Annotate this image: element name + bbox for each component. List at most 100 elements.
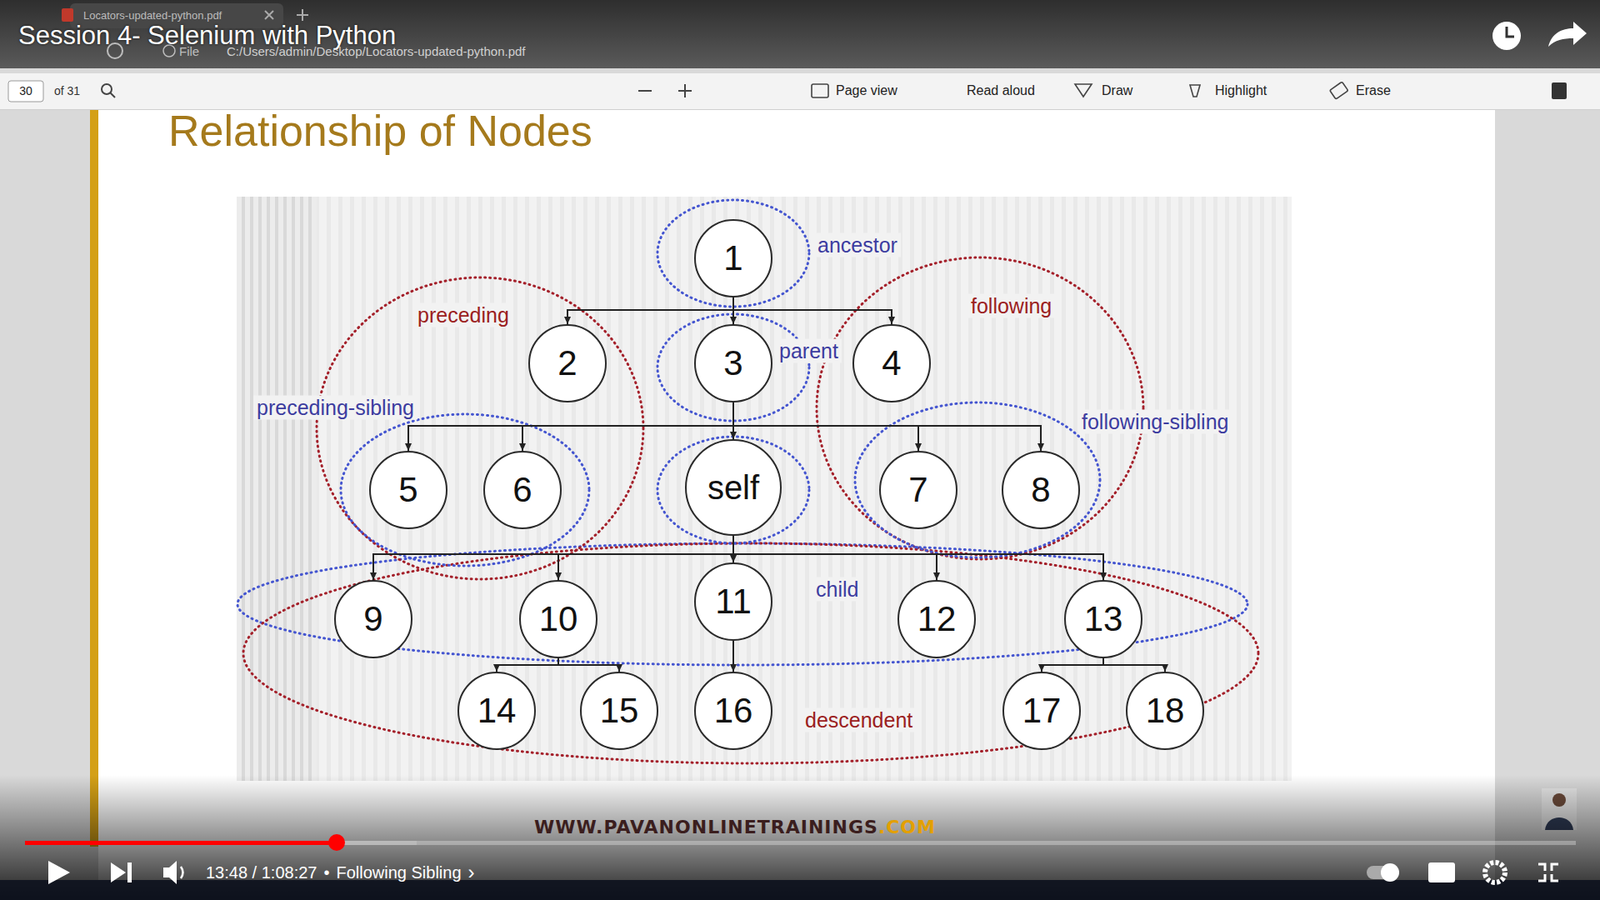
settings-icon (1485, 862, 1505, 883)
pin-icon (1551, 82, 1567, 100)
tree-node-circle: 3 (694, 324, 773, 403)
label-row: Page view (835, 83, 898, 99)
diagram-panel (236, 196, 1292, 781)
erase-icon (1330, 81, 1349, 100)
page-number: 30 (19, 84, 33, 98)
node-number: 11 (715, 581, 752, 622)
region-label: child (812, 577, 862, 602)
label-row: of 31 (54, 84, 80, 98)
node-number: 17 (1022, 690, 1062, 731)
tree-node-circle: self (685, 439, 782, 536)
video-time-row: • (323, 863, 330, 883)
label-row: Draw (1101, 83, 1133, 99)
tree-node-circle: 16 (694, 671, 773, 750)
tree-connector (733, 535, 1104, 580)
region-label: parent (775, 339, 842, 364)
node-number: 10 (539, 599, 579, 640)
highlight-icon (1190, 85, 1200, 97)
website-footer: WWW.PAVANONLINETRAININGS (534, 816, 879, 838)
region-label: preceding (414, 303, 513, 328)
pdf-icon (61, 8, 74, 22)
tree-connector (733, 402, 1041, 451)
label-row: parent (775, 339, 842, 364)
node-number: 1 (723, 238, 743, 279)
toolbar-button: Read aloud (966, 83, 1035, 99)
fullscreen-icon (1538, 864, 1559, 881)
address-scheme: File (179, 44, 200, 59)
ancestor-region (657, 200, 810, 307)
self-region (657, 436, 810, 544)
node-number: 8 (1030, 470, 1050, 510)
tree-connector (373, 535, 734, 580)
watch-later-icon (1492, 21, 1521, 50)
progress-played (25, 840, 337, 845)
progress-buffer (25, 840, 417, 845)
node-number: 2 (557, 343, 577, 384)
tree-node-circle: 11 (694, 562, 773, 641)
tree-node-circle: 17 (1002, 671, 1081, 750)
region-label: descendent (801, 708, 916, 733)
video-time-row: Following Sibling (335, 863, 461, 883)
node-number: 13 (1084, 599, 1124, 640)
tree-node-circle: 1 (694, 219, 773, 298)
label-row: WWW.PAVANONLINETRAININGS.COM (534, 816, 936, 838)
next-icon (110, 862, 132, 883)
tree-connector (496, 658, 559, 672)
page-count: of 31 (54, 84, 80, 98)
node-number: 7 (908, 470, 928, 510)
tab-title: Locators-updated-python.pdf (83, 9, 222, 22)
taskbar (0, 880, 1600, 900)
page-number-box (8, 80, 44, 102)
pdf-toolbar (0, 73, 1600, 110)
tree-node-circle: 9 (334, 580, 413, 659)
label-row: File (179, 44, 200, 59)
tree-node-circle: 10 (519, 580, 598, 659)
tree-node-circle: 5 (369, 450, 448, 530)
toolbar-button: Draw (1101, 83, 1133, 99)
draw-icon (1075, 84, 1092, 97)
video-controls-shade (0, 775, 1600, 900)
tree-connector (408, 402, 734, 451)
region-label: following-sibling (1078, 410, 1232, 435)
captions-icon (1428, 862, 1455, 883)
tab-close-icon (265, 10, 274, 20)
toolbar-button: Page view (835, 83, 898, 99)
region-label: following (967, 294, 1055, 319)
tree-node-circle: 7 (879, 450, 958, 530)
zoom-out-icon (638, 90, 652, 92)
title-row: Relationship of Nodes (168, 105, 593, 156)
address-url: C:/Users/admin/Desktop/Locators-updated-… (226, 44, 526, 59)
tree-connector (522, 402, 734, 451)
tree-node-circle: 2 (528, 324, 607, 403)
node-number: 4 (881, 343, 901, 384)
slide (98, 110, 1495, 880)
progress-handle (328, 834, 345, 851)
tree-connector (567, 297, 734, 325)
page-view-icon (811, 84, 829, 98)
tree-connector (1041, 658, 1104, 672)
node-number: 16 (714, 690, 754, 731)
label-row: preceding (414, 303, 513, 328)
label-row: following (967, 294, 1055, 319)
node-number: 12 (917, 599, 957, 640)
preceding-sibling-region (340, 414, 590, 566)
label-row: Erase (1355, 83, 1391, 99)
node-number: 6 (512, 470, 532, 510)
label-row: Highlight (1215, 83, 1267, 99)
region-label: preceding-sibling (253, 395, 418, 420)
browser-chrome (0, 0, 1600, 69)
node-number: self (707, 469, 760, 507)
new-tab-icon (296, 9, 309, 21)
tree-node-circle: 15 (580, 671, 659, 750)
tree-connector (733, 297, 892, 325)
tree-node-circle: 8 (1001, 450, 1080, 530)
volume-icon (163, 860, 177, 885)
preceding-region (316, 277, 644, 580)
tree-connector (1103, 658, 1165, 672)
label-row: 30 (19, 84, 33, 98)
label-row: C:/Users/admin/Desktop/Locators-updated-… (226, 44, 526, 59)
label-row: child (812, 577, 862, 602)
tree-node-circle: 12 (897, 580, 976, 659)
descendent-region (243, 543, 1259, 764)
tree-node-circle: 18 (1125, 671, 1205, 750)
